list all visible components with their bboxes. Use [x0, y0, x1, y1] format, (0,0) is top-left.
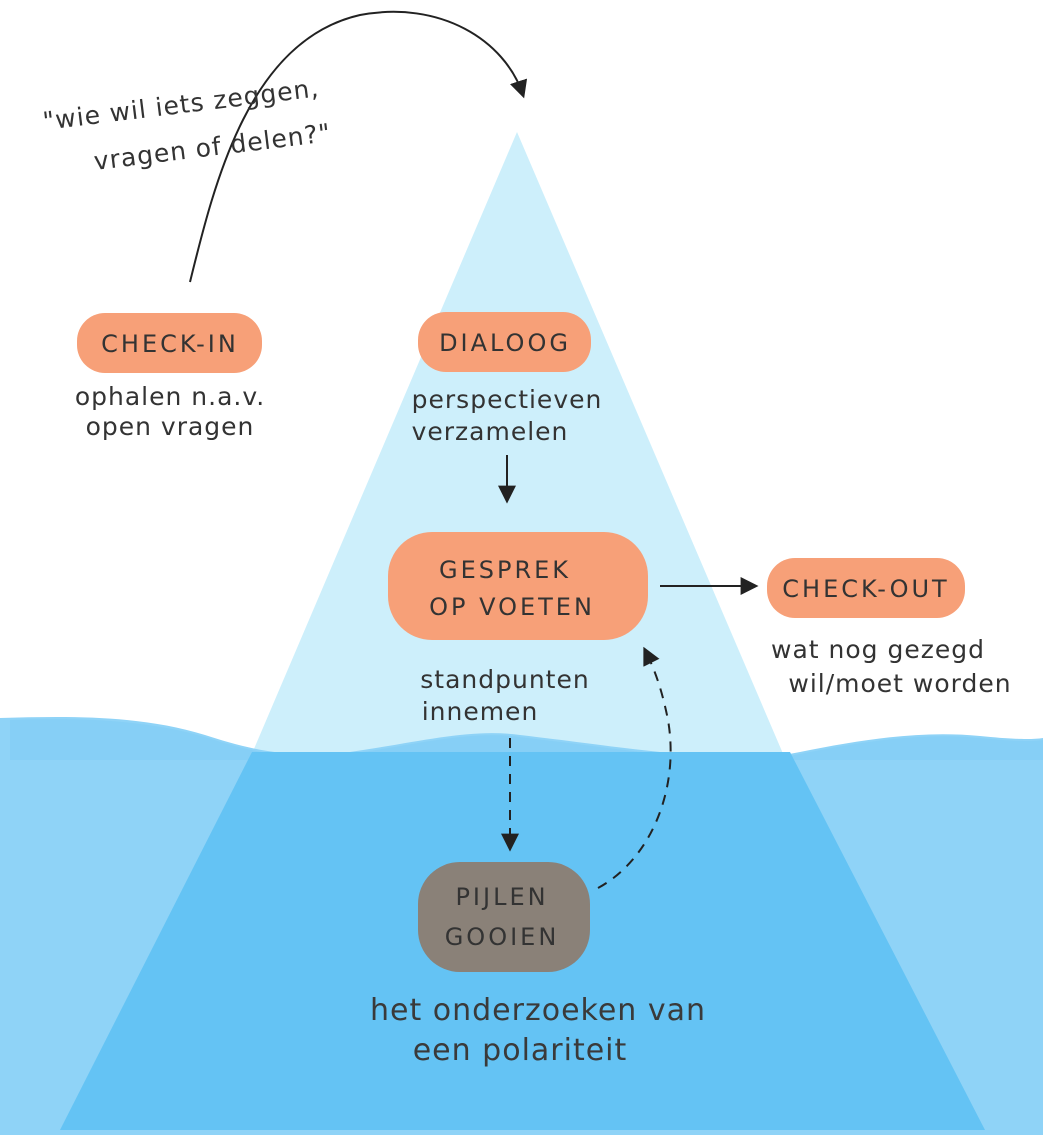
- pijlen-pill: [418, 862, 590, 972]
- dialoog-desc-2: verzamelen: [412, 417, 569, 446]
- check-out-pill: [767, 558, 965, 618]
- quote-line-2: vragen of delen?": [92, 118, 332, 176]
- check-in-desc-2: open vragen: [86, 412, 255, 441]
- quote-arrow: [189, 10, 528, 283]
- dialoog-pill: [418, 312, 591, 372]
- pijlen-label-1: PIJLEN: [455, 883, 548, 911]
- pijlen-desc-1: het onderzoeken van: [370, 993, 706, 1028]
- gesprek-label-2: OP VOETEN: [429, 593, 595, 621]
- dialoog-label: DIALOOG: [439, 329, 571, 357]
- pijlen-label-2: GOOIEN: [445, 923, 560, 951]
- check-in-pill: [77, 313, 262, 373]
- water-shade: [10, 719, 1043, 760]
- pijlen-desc-2: een polariteit: [413, 1033, 628, 1068]
- iceberg-above-water: [245, 132, 790, 770]
- check-out-label: CHECK-OUT: [782, 575, 949, 603]
- check-in-label: CHECK-IN: [101, 330, 239, 358]
- gesprek-desc-1: standpunten: [420, 665, 589, 694]
- gesprek-label-1: GESPREK: [439, 556, 571, 584]
- gesprek-pill: [388, 532, 648, 640]
- dialoog-desc-1: perspectieven: [412, 385, 603, 414]
- gesprek-desc-2: innemen: [422, 697, 539, 726]
- check-out-desc-1: wat nog gezegd: [771, 635, 985, 664]
- check-in-desc-1: ophalen n.a.v.: [75, 382, 265, 411]
- check-out-desc-2: wil/moet worden: [788, 669, 1011, 698]
- arrow-pijlen-to-gesprek: [597, 646, 672, 889]
